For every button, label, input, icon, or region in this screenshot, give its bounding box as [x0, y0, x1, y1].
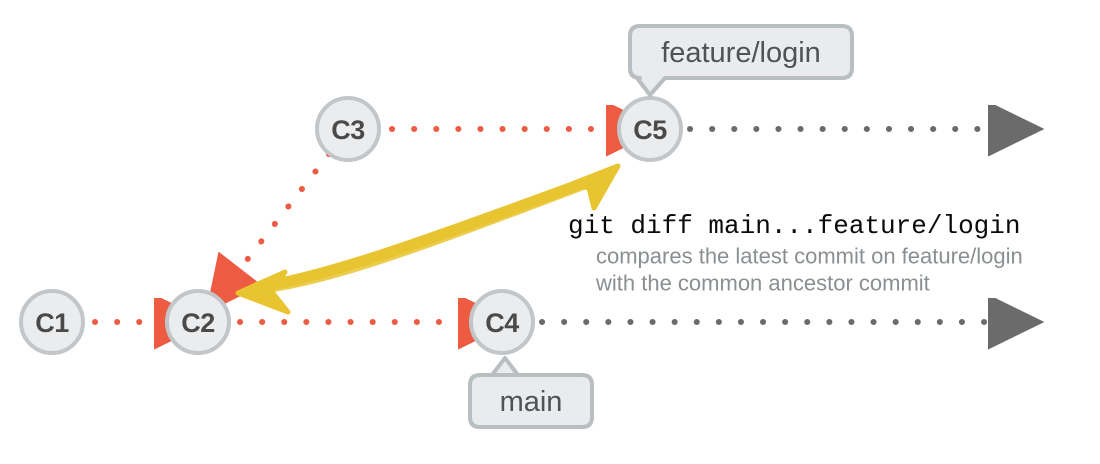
commit-label-c5: C5 — [633, 115, 667, 145]
commit-nodes: C1 C2 C3 C4 C5 — [19, 96, 683, 355]
edge-c3-to-c2 — [233, 151, 332, 278]
git-command-text: git diff main...feature/login — [568, 211, 1020, 241]
branch-tag-feature-login[interactable]: feature/login — [628, 24, 854, 97]
edge-layer — [92, 129, 1000, 322]
branch-tag-label-feature-login: feature/login — [661, 37, 821, 69]
diff-range-arrow — [235, 163, 621, 315]
branch-tag-label-main: main — [500, 386, 563, 418]
commit-node-c3[interactable]: C3 — [315, 96, 381, 162]
branch-tag-main[interactable]: main — [468, 356, 594, 429]
commit-node-c4[interactable]: C4 — [469, 289, 535, 355]
annotation-description-line-1: compares the latest commit on feature/lo… — [596, 244, 1023, 269]
commit-node-c5[interactable]: C5 — [617, 96, 683, 162]
annotation-description-line-2: with the common ancestor commit — [595, 271, 930, 296]
commit-label-c4: C4 — [485, 308, 519, 338]
commit-node-c2[interactable]: C2 — [165, 289, 231, 355]
commit-label-c2: C2 — [181, 308, 215, 338]
annotation-block: git diff main...feature/login compares t… — [568, 211, 1023, 296]
commit-node-c1[interactable]: C1 — [19, 289, 85, 355]
commit-label-c1: C1 — [35, 308, 69, 338]
commit-label-c3: C3 — [331, 115, 365, 145]
